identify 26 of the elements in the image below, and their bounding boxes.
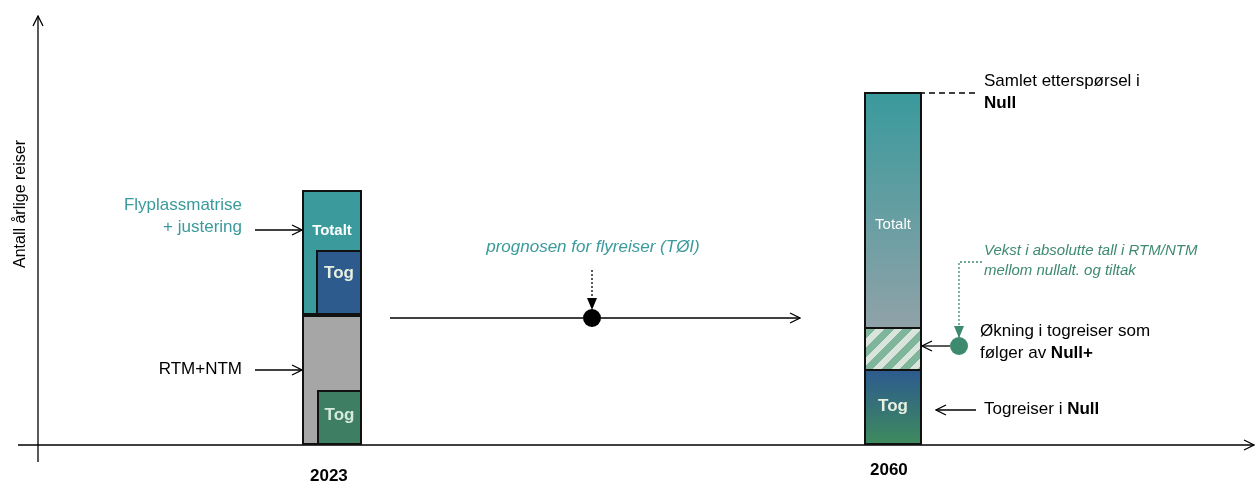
annotation-text: Togreiser i Null	[984, 398, 1184, 423]
category-label: 2060	[870, 460, 908, 480]
annotation-text: Flyplassmatrise + justering	[110, 194, 242, 244]
arrow	[921, 340, 951, 352]
arrow	[935, 404, 977, 416]
hatched-bar-segment	[864, 327, 922, 371]
arrow	[254, 364, 303, 376]
annotation-text: Økning i togreiser som følger av Null+	[980, 320, 1160, 370]
bar-segment: Tog	[864, 369, 922, 445]
category-label: 2023	[310, 466, 348, 484]
annotation-text: prognosen for flyreiser (TØI)	[470, 236, 716, 266]
annotation-text: Vekst i absolutte tall i RTM/NTM mellom nullalt. og tiltak	[984, 240, 1244, 290]
bar-segment	[302, 315, 362, 445]
bar-segment: Totalt	[864, 92, 922, 329]
dashed-arrow	[954, 261, 983, 338]
bar-segment: Tog	[317, 390, 362, 445]
axis-title: Antall årlige reiser	[11, 138, 29, 271]
dashed-arrow	[587, 269, 597, 310]
arrow	[254, 224, 303, 236]
annotation-text: Samlet etterspørsel i Null	[984, 70, 1149, 120]
bar-segment: Tog	[316, 250, 362, 315]
marker-dot	[950, 337, 968, 355]
bar-segment: Totalt Tog	[302, 190, 362, 315]
marker-dot	[583, 309, 601, 327]
arrow	[600, 312, 801, 324]
annotation-text: RTM+NTM	[100, 358, 242, 383]
